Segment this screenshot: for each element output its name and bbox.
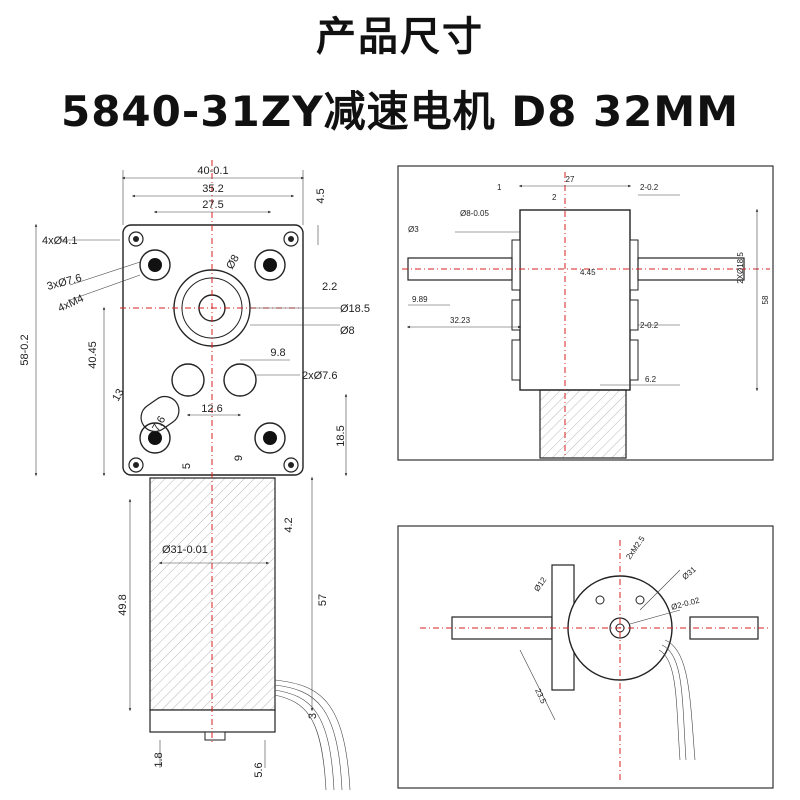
mounting-holes: [139, 249, 286, 454]
dim-holes-4-1: 4xØ4.1: [42, 235, 77, 247]
dim-d3: Ø3: [408, 225, 419, 234]
dim-5: 5: [181, 463, 193, 469]
dim-18-5-v: 18.5: [335, 425, 347, 446]
page-title: 产品尺寸: [316, 14, 484, 60]
bottom-view: 2xM2.5 Ø12 Ø31 Ø2-0.02 23.5: [397, 525, 774, 789]
dim-4-45: 4.45: [580, 268, 596, 277]
gearbox-plate: [122, 224, 304, 476]
dim-9: 9: [233, 455, 245, 461]
dim-d18-5: Ø18.5: [340, 303, 370, 315]
dim-2: 2: [552, 193, 557, 202]
dim-2x-7-6: 2xØ7.6: [302, 370, 337, 382]
gearbox-side: [519, 209, 631, 391]
dim-58: 58: [761, 295, 770, 304]
dim-holes-7-6: 3xØ7.6: [46, 272, 83, 293]
dim-d31: Ø31-0.01: [162, 544, 208, 556]
dim-12-6: 12.6: [201, 403, 222, 415]
dim-49-8: 49.8: [117, 594, 129, 615]
dim-2-0-2b: 2-0.2: [640, 321, 659, 330]
dim-4-2: 4.2: [283, 517, 295, 532]
corner-screws: [128, 231, 299, 473]
dim-width-35: 35.2: [202, 183, 223, 195]
dim-m4: 4xM4: [56, 292, 85, 314]
dim-d8-0-05: Ø8-0.05: [460, 209, 489, 218]
dim-height-58: 58-0.2: [19, 334, 31, 365]
dim-1-8: 1.8: [153, 752, 165, 767]
dim-width-27: 27.5: [202, 199, 223, 211]
dim-d8: Ø8: [340, 325, 355, 337]
side-view: 1 27 2 2-0.2 Ø3 Ø8-0.05 4.45 2XØ18.5 58 …: [397, 165, 774, 461]
dim-40-45: 40.45: [87, 341, 99, 369]
dim-13: 13: [110, 387, 127, 404]
dim-4-5: 4.5: [315, 188, 327, 203]
dim-width-40: 40-0.1: [197, 165, 228, 177]
dim-2-0-2a: 2-0.2: [640, 183, 659, 192]
dim-57: 57: [317, 594, 329, 606]
dim-3: 3: [307, 713, 319, 719]
page-subtitle: 5840-31ZY减速电机 D8 32MM: [60, 87, 739, 136]
dim-2-2: 2.2: [322, 281, 337, 293]
dim-1: 1: [497, 183, 502, 192]
dim-2x-d18-5: 2XØ18.5: [736, 252, 745, 284]
dim-5-6: 5.6: [253, 762, 265, 777]
dim-9-89: 9.89: [412, 295, 428, 304]
dim-6-2: 6.2: [645, 375, 657, 384]
front-view: 40-0.1 35.2 27.5 4.5 4xØ4.1 3xØ7.6 4xM4 …: [19, 160, 370, 791]
dim-9-8: 9.8: [270, 347, 285, 359]
dim-32-23: 32.23: [450, 316, 471, 325]
dim-27: 27: [566, 175, 575, 184]
